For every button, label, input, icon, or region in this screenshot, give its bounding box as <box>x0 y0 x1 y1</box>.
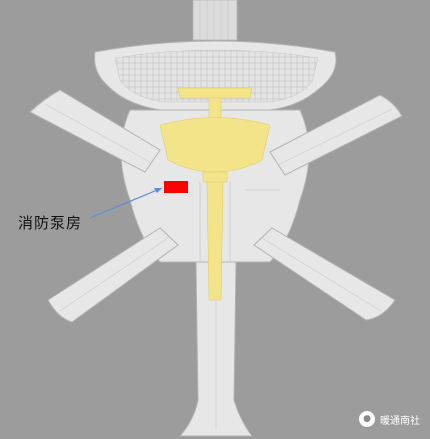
fire-pump-room-marker <box>164 181 188 193</box>
fire-pump-room-label: 消防泵房 <box>18 214 83 232</box>
highlight-areas <box>159 87 271 301</box>
watermark: ● 暖通南社 <box>359 411 420 427</box>
landside-detail <box>114 49 319 103</box>
north-structure <box>192 0 238 41</box>
wechat-icon: ● <box>359 411 375 427</box>
watermark-text: 暖通南社 <box>380 415 420 427</box>
